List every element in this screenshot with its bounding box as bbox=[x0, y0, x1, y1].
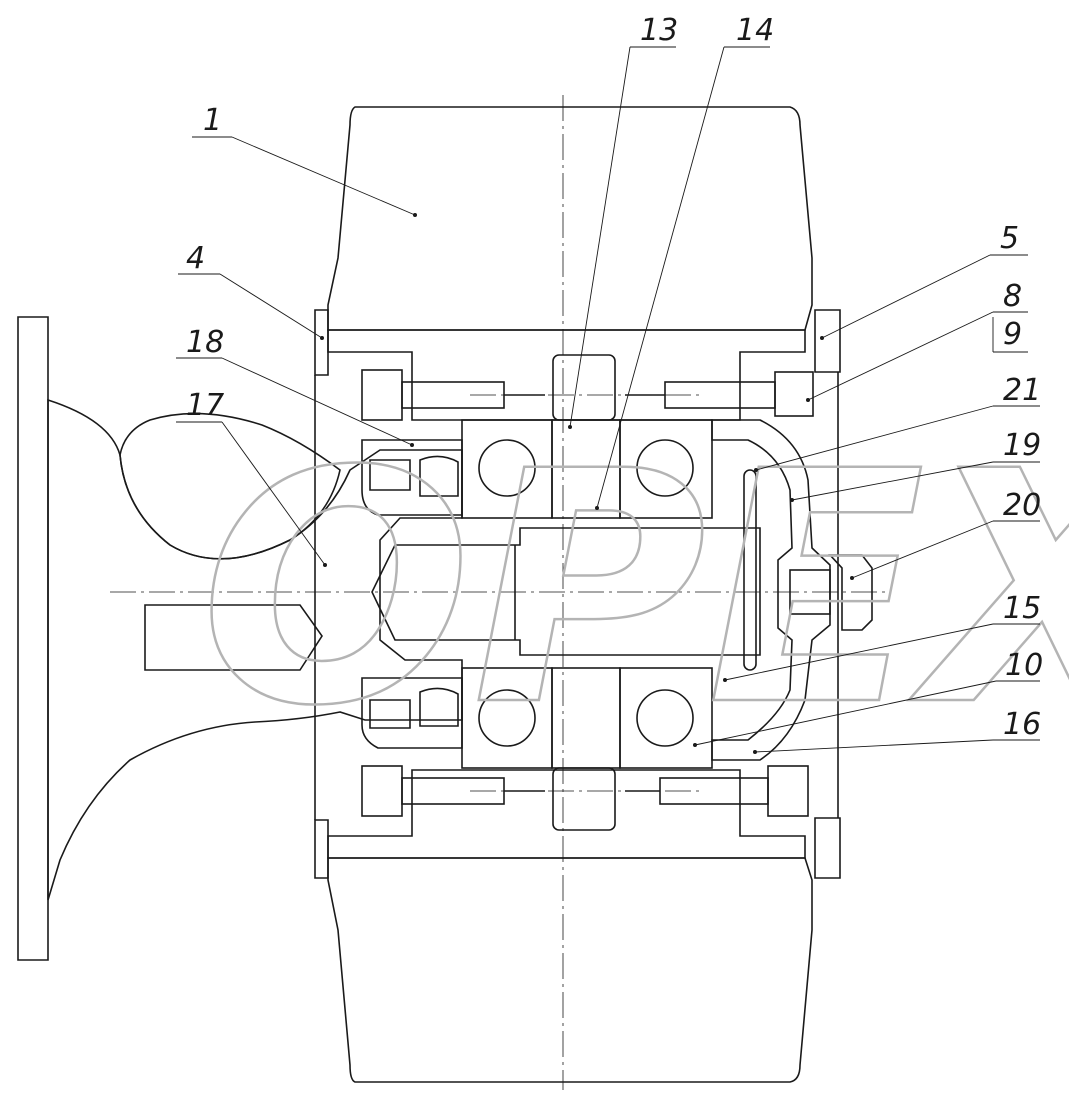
bracket-cavity bbox=[119, 412, 341, 560]
tyre-top bbox=[327, 106, 813, 331]
callout-18: 18 bbox=[176, 325, 414, 447]
retaining-ring bbox=[743, 469, 757, 671]
callout-4: 4 bbox=[178, 241, 324, 340]
seal-top bbox=[361, 439, 463, 516]
tyre-bottom bbox=[327, 857, 813, 1083]
svg-text:15: 15 bbox=[1003, 591, 1041, 626]
watermark: OPEX bbox=[199, 403, 1069, 778]
svg-text:14: 14 bbox=[736, 13, 774, 48]
svg-text:10: 10 bbox=[1005, 648, 1043, 683]
svg-text:13: 13 bbox=[640, 13, 678, 48]
callout-16: 16 bbox=[753, 707, 1041, 754]
grease-channel bbox=[144, 604, 323, 671]
svg-text:21: 21 bbox=[1003, 373, 1041, 408]
axle-shaft bbox=[371, 527, 761, 656]
spacer-upper bbox=[551, 419, 621, 519]
flange-left bbox=[314, 309, 329, 879]
svg-text:20: 20 bbox=[1003, 488, 1041, 523]
callout-10: 10 bbox=[693, 648, 1043, 747]
svg-text:18: 18 bbox=[186, 325, 224, 360]
callout-21: 21 bbox=[754, 373, 1041, 472]
callout-8: 8 bbox=[806, 279, 1028, 402]
seal-bottom bbox=[361, 677, 463, 749]
callout-14: 14 bbox=[595, 13, 774, 510]
bracket-plate bbox=[17, 316, 49, 961]
svg-text:8: 8 bbox=[1003, 279, 1022, 314]
callout-13: 13 bbox=[568, 13, 678, 429]
callout-20: 20 bbox=[850, 488, 1041, 580]
callout-15: 15 bbox=[723, 591, 1041, 682]
svg-text:17: 17 bbox=[186, 388, 224, 423]
callout-17: 17 bbox=[176, 388, 327, 567]
svg-text:19: 19 bbox=[1003, 428, 1041, 463]
svg-text:5: 5 bbox=[1000, 221, 1019, 256]
spacer-lower bbox=[551, 667, 621, 769]
callout-19: 19 bbox=[790, 428, 1041, 502]
callout-1: 1 bbox=[192, 103, 417, 217]
svg-text:16: 16 bbox=[1003, 707, 1041, 742]
svg-text:4: 4 bbox=[186, 241, 205, 276]
svg-text:9: 9 bbox=[1003, 317, 1022, 352]
svg-text:OPEX: OPEX bbox=[200, 404, 1069, 776]
flange-right bbox=[814, 309, 841, 879]
callout-5: 5 bbox=[820, 221, 1028, 340]
svg-text:1: 1 bbox=[203, 103, 222, 138]
key-block-bottom bbox=[552, 767, 616, 831]
callout-9: 9 bbox=[992, 317, 1028, 353]
end-cap bbox=[711, 419, 831, 761]
